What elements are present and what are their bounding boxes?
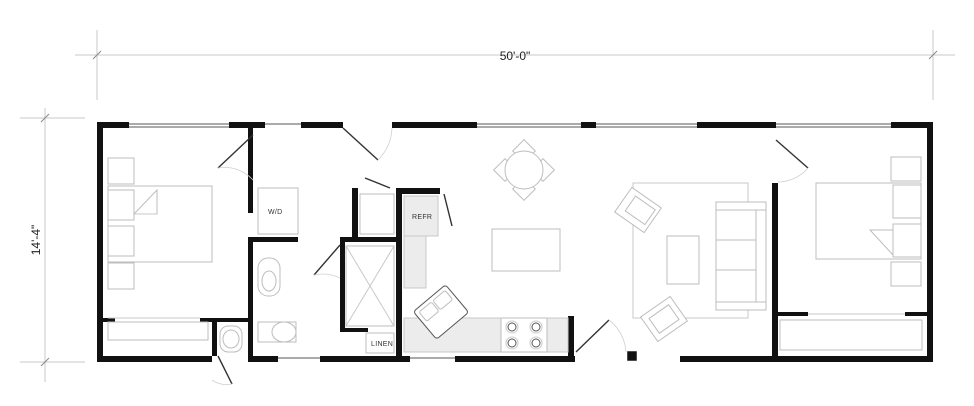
closet-box <box>359 193 395 235</box>
coffee-table <box>666 235 700 285</box>
sofa <box>715 201 767 311</box>
kitchen-island <box>491 228 561 272</box>
width-dimension: 50'-0" <box>75 30 955 100</box>
nightstand-top <box>107 157 135 185</box>
kitchen-sink <box>414 285 468 339</box>
right-bedroom <box>779 156 923 351</box>
pillow-right-bottom <box>892 223 922 258</box>
pillow-right-top <box>892 184 922 219</box>
living-room <box>613 182 767 343</box>
left-bedroom <box>107 157 213 341</box>
width-dimension-label: 50'-0" <box>500 49 531 63</box>
windows <box>129 123 891 359</box>
closet-shelf <box>107 321 209 341</box>
closet-right <box>779 319 923 351</box>
armchair-top <box>613 186 663 234</box>
nightstand-bottom <box>107 262 135 290</box>
linen-label: LINEN <box>371 341 393 348</box>
linen-closet <box>365 332 395 354</box>
closet: LINEN <box>359 193 395 354</box>
pillow-bottom <box>107 225 135 257</box>
washer-dryer <box>257 187 299 235</box>
pillow-top <box>107 189 135 221</box>
laundry: W/D <box>257 187 299 235</box>
washer-dryer-label: W/D <box>268 209 283 216</box>
refrigerator <box>403 195 439 237</box>
stove <box>500 317 548 353</box>
dining-table <box>492 138 556 202</box>
depth-dimension-label: 14'-4" <box>29 225 43 256</box>
bathroom <box>219 245 395 353</box>
doors <box>211 127 809 385</box>
armchair-bottom <box>639 295 689 343</box>
interior-walls <box>103 128 927 356</box>
refrigerator-label: REFR <box>412 214 432 221</box>
depth-dimension: 14'-4" <box>20 108 85 382</box>
kitchen: REFR <box>403 195 569 353</box>
toilet-bowl <box>271 321 297 343</box>
exterior-walls <box>97 122 933 362</box>
nightstand-bottom-right <box>890 261 922 287</box>
nightstand-top-right <box>890 156 922 182</box>
bed-fold-right <box>868 229 894 257</box>
